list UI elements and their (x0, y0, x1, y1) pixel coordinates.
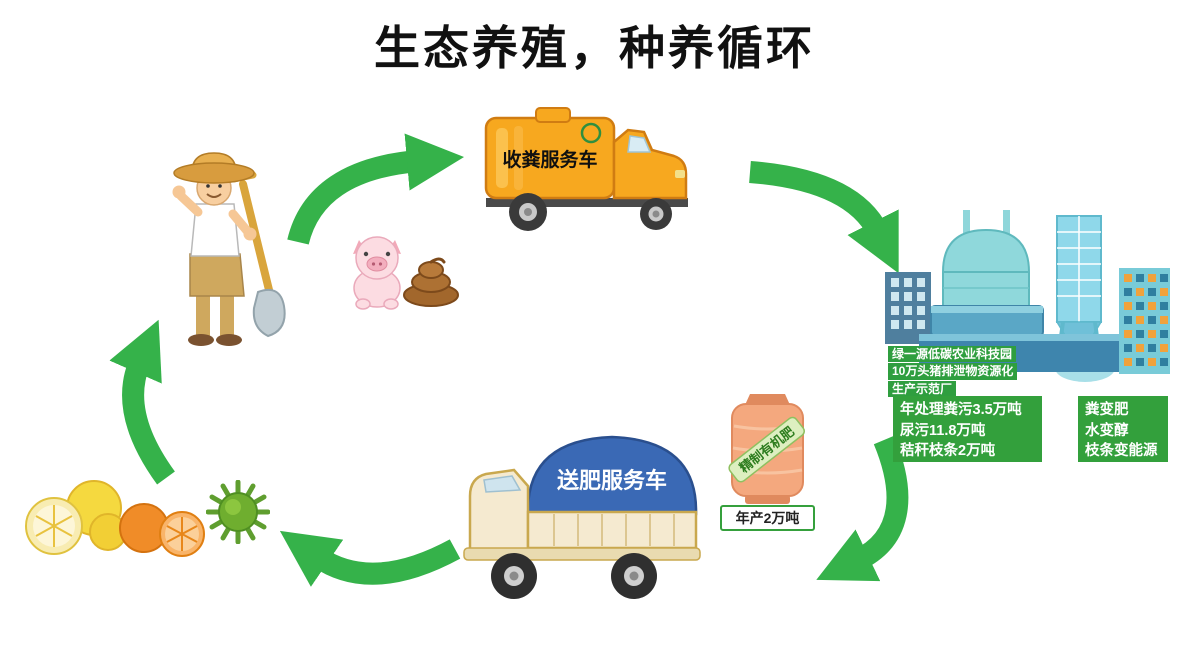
collection-truck-label: 收粪服务车 (502, 148, 597, 171)
fruit-orange (116, 498, 214, 565)
pig-illustration (333, 226, 421, 319)
conversion-line: 水变醇 (1085, 422, 1129, 439)
arrow-truck-to-factory (749, 161, 899, 274)
factory-caption: 绿一源低碳农业科技园 10万头猪排泄物资源化 生产示范厂 (888, 346, 1018, 398)
factory-caption-line: 10万头猪排泄物资源化 (888, 363, 1018, 380)
conversion-line: 粪变肥 (1085, 402, 1129, 418)
digester-tank (942, 228, 1030, 309)
pig-snout (366, 256, 388, 272)
cab-window (483, 475, 522, 493)
shovel-handle (239, 180, 274, 298)
processing-stats-box: 年处理粪污3.5万吨 尿污11.8万吨 秸秆枝条2万吨 (893, 396, 1042, 462)
arrow-truck-to-fruits (279, 530, 461, 587)
arrow-farmer-to-collection-truck (287, 133, 465, 245)
manure-icon (400, 250, 462, 313)
recycle-icon (580, 122, 602, 144)
delivery-truck-label: 送肥服务车 (557, 468, 667, 493)
arrow-factory-to-delivery (816, 435, 909, 582)
stats-line: 尿污11.8万吨 (900, 422, 986, 439)
fruit-green-spiky (205, 479, 271, 549)
annual-output-badge: 年产2万吨 (720, 505, 815, 531)
conversion-line: 枝条变能源 (1085, 443, 1158, 460)
fertilizer-delivery-truck: 送肥服务车 (462, 424, 707, 621)
arrow-fruits-to-farmer (109, 319, 175, 485)
manure-collection-truck: 收粪服务车 (478, 98, 713, 243)
farmer-illustration (146, 146, 296, 356)
cargo-tarp (526, 435, 698, 516)
fruit-pomelo (22, 478, 127, 561)
page-title: 生态养殖，种养循环 (374, 22, 815, 74)
factory-caption-line: 生产示范厂 (888, 380, 957, 398)
factory-caption-line: 绿一源低碳农业科技园 (888, 346, 1017, 363)
stats-line: 年处理粪污3.5万吨 (900, 402, 1022, 418)
stats-line: 秸秆枝条2万吨 (900, 443, 996, 460)
shovel-blade (252, 288, 286, 338)
fertilizer-bag: 精制有机肥 (720, 392, 815, 512)
conversion-box: 粪变肥 水变醇 枝条变能源 (1078, 396, 1168, 462)
cab-window (627, 135, 652, 153)
